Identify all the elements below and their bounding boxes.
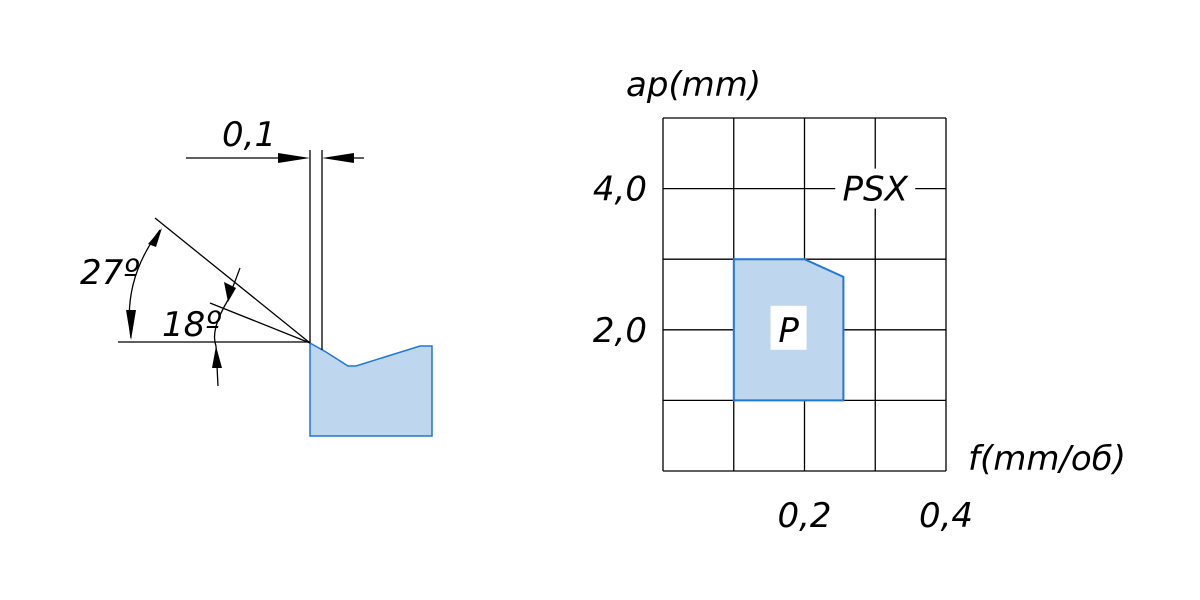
rake-angle-inner-label: 18º xyxy=(162,305,221,345)
series-label-background xyxy=(770,305,807,350)
x-tick-label: 0,4 xyxy=(919,496,973,536)
annotation-label: PSX xyxy=(843,170,909,210)
arrowhead-arc-18-bottom xyxy=(212,346,222,368)
arrowhead-arc-18-top xyxy=(224,282,236,302)
arrowhead-left-pointing xyxy=(322,153,354,163)
rake-line-27 xyxy=(154,217,311,344)
arrowhead-arc-27-bottom xyxy=(126,310,136,340)
annotation-background xyxy=(835,168,916,209)
chart-annotations: PSX xyxy=(835,168,916,210)
application-area-chart: P PSX 0,2 0,4 2,0 4,0 ap(mm) f(mm/об) xyxy=(593,65,1126,536)
series-label: P xyxy=(778,311,799,351)
x-axis-label: f(mm/об) xyxy=(968,439,1126,479)
arrowhead-right-pointing xyxy=(278,153,310,163)
y-axis-label: ap(mm) xyxy=(626,65,761,105)
insert-profile-shape xyxy=(309,341,433,437)
rake-angle-outer-label: 27º xyxy=(80,253,139,293)
tool-profile-diagram: 0,1 27º 18º xyxy=(80,115,433,437)
chart-tick-labels: 0,2 0,4 2,0 4,0 xyxy=(593,170,973,536)
chip-land-label: 0,1 xyxy=(222,115,276,155)
y-tick-label: 2,0 xyxy=(593,311,647,351)
x-tick-label: 0,2 xyxy=(777,496,831,536)
y-tick-label: 4,0 xyxy=(593,170,647,210)
arrowhead-arc-27-top xyxy=(148,228,162,247)
rake-line-18 xyxy=(209,302,311,344)
chart-area-layer: P xyxy=(732,258,845,402)
angle-arc-18 xyxy=(213,299,229,347)
